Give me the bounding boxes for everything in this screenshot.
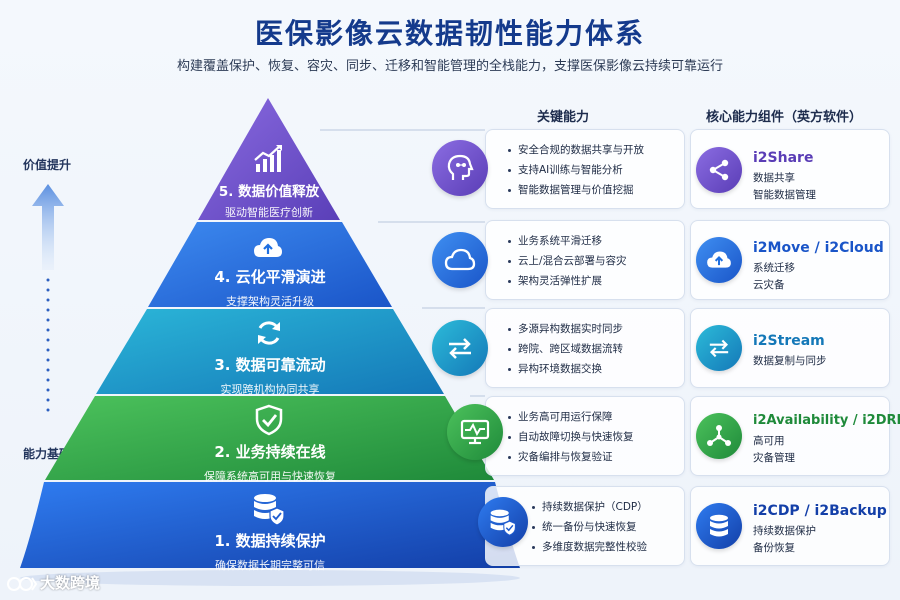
key-capability-item: 统一备份与快速恢复 [532,517,648,537]
exchange-arrows-icon [696,325,742,371]
pyramid-layer-1 [20,482,520,568]
product-features: 数据复制与同步 [753,353,827,370]
product-feature: 高可用 [753,435,785,447]
key-capability-item: 多维度数据完整性校验 [532,537,648,557]
key-capability-card-2 [485,396,685,476]
watermark-text: 大数跨境 [40,574,101,592]
column-header-key: 关键能力 [537,110,590,125]
key-capability-list-3: 多源异构数据实时同步 跨院、跨区域数据流转 异构环境数据交换 [508,319,623,379]
key-capability-item: 业务高可用运行保障 [508,407,634,427]
ai-head-icon [432,140,488,196]
cloud-upload-icon [696,237,742,283]
pyramid-layer-4 [148,222,392,307]
page-subtitle: 构建覆盖保护、恢复、容灾、同步、迁移和智能管理的全栈能力，支撑医保影像云持续可靠… [176,59,723,74]
key-capability-card-4 [485,220,685,300]
product-features: 数据共享 智能数据管理 [753,170,816,204]
key-capability-list-4: 业务系统平滑迁移 云上/混合云部署与容灾 架构灵活弹性扩展 [508,231,627,291]
pyramid-layer-2 [45,396,494,480]
product-feature: 灾备管理 [753,452,795,464]
product-feature: 数据复制与同步 [753,355,827,367]
layer-name: 2. 业务持续在线 [214,443,326,461]
value-arrow-icon [32,184,64,412]
database-icon [696,503,742,549]
monitor-pulse-icon [447,404,503,460]
product-name: i2Share [753,150,814,166]
layer-desc: 驱动智能医疗创新 [225,206,313,219]
database-shield-icon [478,497,528,547]
layer-name: 1. 数据持续保护 [214,532,326,550]
pyramid-layer-5 [198,98,340,220]
product-feature: 备份恢复 [753,542,795,554]
product-features: 持续数据保护 备份恢复 [753,523,816,557]
share-icon [696,147,742,193]
cloud-upload-icon [254,238,282,257]
key-capability-item: 持续数据保护（CDP） [532,497,648,517]
product-name: i2Availability / i2DRM [753,413,900,428]
product-name: i2Stream [753,333,825,349]
product-feature: 云灾备 [753,279,785,291]
shield-check-icon [255,404,283,436]
pyramid-layer-3 [96,309,444,394]
layer-3-text: 3. 数据可靠流动 实现跨机构协同共享 [150,354,390,397]
layer-4-text: 4. 云化平滑演进 支撑架构灵活升级 [180,266,360,309]
layer-name: 4. 云化平滑演进 [214,268,326,286]
key-capability-item: 云上/混合云部署与容灾 [508,251,627,271]
layer-name: 5. 数据价值释放 [218,184,320,200]
key-capability-list-2: 业务高可用运行保障 自动故障切换与快速恢复 灾备编排与恢复验证 [508,407,634,467]
layer-name: 3. 数据可靠流动 [214,356,326,374]
key-capability-item: 智能数据管理与价值挖掘 [508,180,644,200]
layer-5-text: 5. 数据价值释放 驱动智能医疗创新 [198,180,340,220]
layer-desc: 保障系统高可用与快速恢复 [204,470,336,483]
sync-icon [258,321,280,345]
network-nodes-icon [696,413,742,459]
product-feature: 系统迁移 [753,262,795,274]
layer-desc: 确保数据长期完整可信 [215,559,325,572]
key-capability-item: 跨院、跨区域数据流转 [508,339,623,359]
database-shield-icon [254,494,285,526]
key-capability-item: 异构环境数据交换 [508,359,623,379]
watermark-logo-icon [7,577,38,591]
key-capability-item: 安全合规的数据共享与开放 [508,140,644,160]
cloud-icon [432,232,488,288]
product-features: 系统迁移 云灾备 [753,260,795,294]
key-capability-item: 架构灵活弹性扩展 [508,271,627,291]
axis-label-top: 价值提升 [23,158,72,172]
exchange-arrows-icon [432,320,488,376]
key-capability-item: 业务系统平滑迁移 [508,231,627,251]
page-title: 医保影像云数据韧性能力体系 [254,17,645,50]
key-capability-item: 自动故障切换与快速恢复 [508,427,634,447]
key-capability-item: 支持AI训练与智能分析 [508,160,644,180]
layer-desc: 实现跨机构协同共享 [220,383,320,396]
layer-2-text: 2. 业务持续在线 保障系统高可用与快速恢复 [140,441,400,484]
key-capability-list-5: 安全合规的数据共享与开放 支持AI训练与智能分析 智能数据管理与价值挖掘 [508,140,644,200]
product-feature: 数据共享 [753,172,795,184]
product-name: i2CDP / i2Backup [753,503,887,519]
product-name: i2Move / i2Cloud [753,240,884,256]
key-capability-card-3 [485,308,685,388]
key-capability-item: 灾备编排与恢复验证 [508,447,634,467]
layer-desc: 支撑架构灵活升级 [226,295,314,308]
column-header-components: 核心能力组件（英方软件） [706,110,863,125]
product-feature: 智能数据管理 [753,189,816,201]
layer-1-text: 1. 数据持续保护 确保数据长期完整可信 [140,530,400,573]
product-features: 高可用 灾备管理 [753,433,795,467]
chart-growth-icon [254,145,282,172]
key-capability-card-5 [485,129,685,209]
product-feature: 持续数据保护 [753,525,816,537]
key-capability-item: 多源异构数据实时同步 [508,319,623,339]
key-capability-list-1: 持续数据保护（CDP） 统一备份与快速恢复 多维度数据完整性校验 [532,497,648,557]
